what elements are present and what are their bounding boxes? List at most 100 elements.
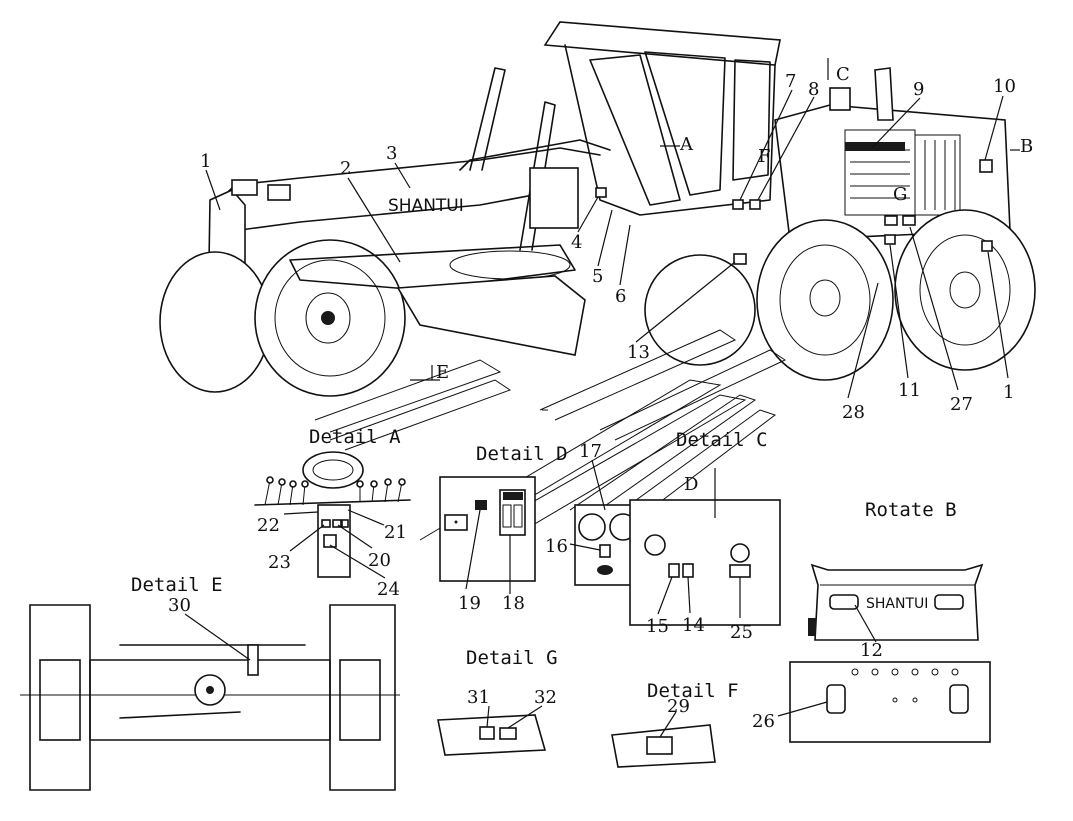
axle-hub-left	[39, 659, 81, 741]
rear-hub-front	[809, 279, 841, 317]
callout-31: 31	[467, 687, 490, 708]
hood-vent-right	[914, 134, 961, 216]
callout-15: 15	[646, 616, 669, 637]
detail-g-title: Detail G	[466, 647, 558, 669]
view-letter-g: G	[893, 184, 907, 205]
callout-29: 29	[667, 696, 690, 717]
detail-c-title: Detail C	[676, 429, 768, 451]
decal-19	[475, 500, 487, 510]
callout-3: 3	[386, 143, 397, 164]
callout-19: 19	[458, 593, 481, 614]
callout-20: 20	[368, 550, 391, 571]
exhaust-stack	[874, 67, 894, 121]
front-hub	[305, 292, 351, 344]
leader-lines	[184, 89, 1009, 738]
rear-hitch	[808, 618, 816, 636]
callout-32: 32	[534, 687, 557, 708]
front-rim	[274, 259, 386, 377]
control-lever-bar	[254, 499, 411, 506]
callout-14: 14	[682, 615, 705, 636]
rear-rim-back	[919, 234, 1011, 346]
control-levers	[264, 476, 406, 506]
callout-4: 4	[571, 232, 582, 253]
callout-16: 16	[545, 536, 568, 557]
detail-f-title: Detail F	[647, 680, 739, 702]
front-light-right	[267, 184, 291, 201]
decal-32	[499, 727, 517, 740]
hood-brand-stripe	[845, 142, 905, 151]
detail-e-title: Detail E	[131, 574, 223, 596]
decal-15	[668, 563, 680, 578]
callout-24: 24	[377, 579, 400, 600]
callout-26: 26	[752, 711, 775, 732]
callout-1-left: 1	[200, 151, 211, 172]
counterweight-bolts	[851, 668, 959, 703]
detail-c-drawing: D	[574, 468, 781, 626]
machine-brand-label: SHANTUI	[388, 196, 464, 216]
detail-a-drawing	[254, 451, 411, 578]
detail-c-view-d: D	[684, 474, 698, 495]
callout-10: 10	[993, 76, 1016, 97]
callout-28: 28	[842, 402, 865, 423]
view-letter-c: C	[836, 64, 850, 85]
decal-1-right	[981, 240, 993, 252]
callout-1-right: 1	[1003, 382, 1014, 403]
callout-12: 12	[860, 640, 883, 661]
callout-22: 22	[257, 515, 280, 536]
decal-26	[826, 684, 846, 714]
front-wheel-left	[159, 251, 271, 393]
detail-c-panel	[629, 499, 781, 626]
callout-2: 2	[340, 158, 351, 179]
view-letter-a: A	[679, 134, 694, 155]
detail-d-title: Detail D	[476, 443, 568, 465]
decal-14	[682, 563, 694, 578]
decal-25	[729, 564, 751, 578]
rear-hub-back	[949, 271, 981, 309]
decal-7	[732, 199, 744, 210]
callout-7: 7	[785, 71, 796, 92]
middle-wheel-hidden	[644, 254, 756, 366]
detail-a-title: Detail A	[309, 426, 401, 448]
detail-e-drawing	[20, 604, 400, 791]
engine-hood	[774, 104, 1011, 241]
callout-30: 30	[168, 595, 191, 616]
decal-30	[247, 644, 259, 676]
decal-29	[646, 736, 673, 755]
cab-window-left	[589, 54, 681, 206]
detail-g-drawing	[437, 714, 547, 756]
axle-steering-link	[119, 711, 241, 719]
callout-5: 5	[592, 266, 603, 287]
decal-24	[323, 534, 337, 548]
cab-window-right	[732, 59, 771, 181]
main-frame-bottom	[239, 189, 561, 231]
lift-cylinder-block	[529, 167, 579, 229]
callout-6: 6	[615, 286, 626, 307]
callout-8: 8	[808, 79, 819, 100]
front-light-left	[231, 179, 258, 196]
callout-numbers: 1 2 3 4 5 6 7 8 9 10 11 1 27 28 13 22 23…	[168, 71, 1016, 732]
detail-d-drawing	[439, 476, 536, 582]
counterweight-lamp-right	[949, 684, 969, 714]
decal-11	[884, 234, 896, 245]
callout-11: 11	[898, 380, 921, 401]
moldboard	[396, 275, 586, 356]
circle-ring	[449, 250, 571, 280]
view-indicators: A C B F G E	[410, 58, 1033, 383]
decal-4	[595, 187, 607, 198]
air-precleaner	[829, 87, 851, 111]
motor-grader-drawing: SHANTUI	[159, 21, 1036, 397]
rear-rim-front	[779, 244, 871, 356]
callout-18: 18	[502, 593, 525, 614]
decal-10	[979, 159, 993, 173]
view-letter-b: B	[1020, 136, 1033, 157]
callout-9: 9	[913, 79, 924, 100]
decal-8	[749, 199, 761, 210]
callout-13: 13	[627, 342, 650, 363]
cab-frame	[564, 44, 776, 216]
rotate-b-title: Rotate B	[865, 499, 957, 521]
frame-rail	[459, 139, 611, 171]
rear-wheel-back	[894, 209, 1036, 371]
decal-g1	[884, 215, 898, 226]
